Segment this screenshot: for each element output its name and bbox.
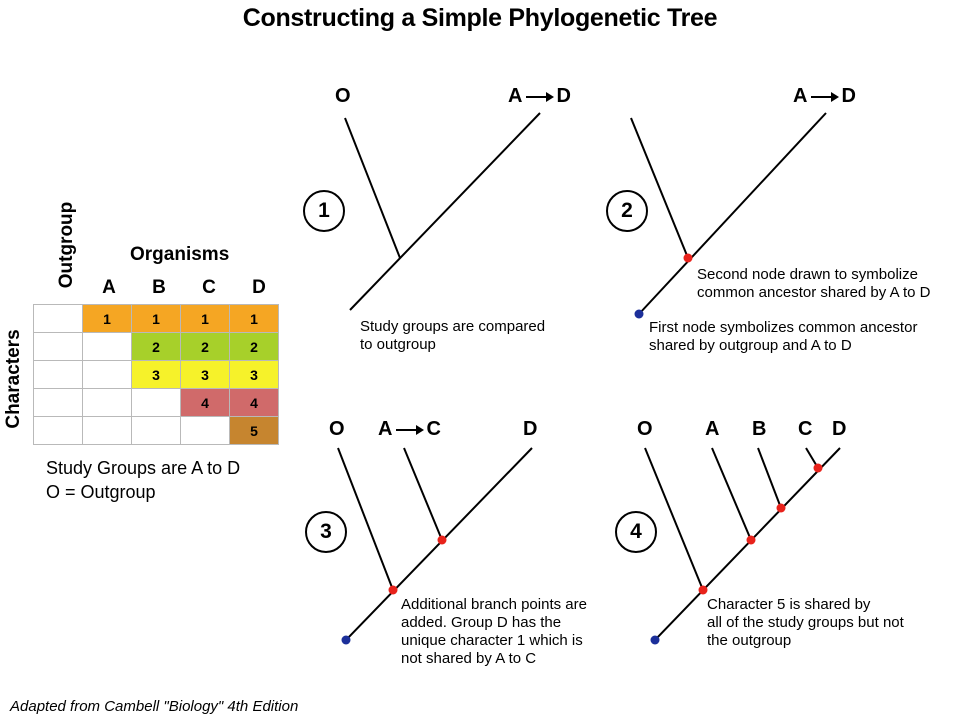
p3-trunk-branch bbox=[345, 447, 533, 641]
p1-label-a: A bbox=[508, 85, 523, 107]
matrix-cell bbox=[33, 304, 83, 333]
p2-label-a: A bbox=[793, 85, 808, 107]
matrix-cell: 4 bbox=[180, 388, 230, 417]
p2-label-d: D bbox=[841, 85, 856, 107]
p1-label-d: D bbox=[556, 85, 571, 107]
matrix-cell bbox=[33, 360, 83, 389]
p4-node-c bbox=[813, 463, 823, 473]
matrix-cell bbox=[82, 332, 132, 361]
column-header-d: D bbox=[252, 277, 266, 298]
p2-root-node bbox=[634, 309, 644, 319]
step-2-badge: 2 bbox=[606, 190, 648, 232]
p2-caption-node1: First node symbolizes common ancestor sh… bbox=[649, 319, 917, 355]
p1-trunk-branch bbox=[349, 112, 541, 311]
p1-caption-line-1: Study groups are compared bbox=[360, 318, 546, 335]
matrix-cell bbox=[82, 416, 132, 445]
p3-a-to-c-branch bbox=[403, 447, 443, 541]
p4-caption-line-3: the outgroup bbox=[707, 632, 792, 649]
p2-caption-node2-line-1: Second node drawn to symbolize bbox=[697, 266, 918, 283]
p2-trunk-branch bbox=[638, 112, 827, 315]
p1-caption-line-2: to outgroup bbox=[360, 336, 436, 353]
step-1-badge: 1 bbox=[303, 190, 345, 232]
p3-caption: Additional branch points are added. Grou… bbox=[401, 596, 587, 668]
matrix-cell bbox=[33, 388, 83, 417]
p4-outgroup-branch bbox=[644, 447, 704, 591]
column-header-b: B bbox=[152, 277, 166, 298]
p2-outgroup-branch bbox=[630, 117, 689, 259]
p3-label-a: A bbox=[378, 418, 393, 440]
p1-label-o: O bbox=[335, 85, 351, 107]
matrix-cell: 3 bbox=[229, 360, 279, 389]
p3-caption-line-4: not shared by A to C bbox=[401, 650, 537, 667]
organisms-label: Organisms bbox=[130, 244, 230, 265]
p1-outgroup-branch bbox=[344, 117, 401, 259]
diagram-title: Constructing a Simple Phylogenetic Tree bbox=[242, 4, 718, 32]
p3-label-o: O bbox=[329, 418, 345, 440]
column-header-a: A bbox=[102, 277, 116, 298]
p4-node-a bbox=[746, 535, 756, 545]
matrix-cell bbox=[82, 388, 132, 417]
matrix-cell: 2 bbox=[229, 332, 279, 361]
column-header-c: C bbox=[202, 277, 216, 298]
p4-label-d: D bbox=[832, 418, 847, 440]
p3-node-d bbox=[437, 535, 447, 545]
p3-node-o bbox=[388, 585, 398, 595]
source-credit: Adapted from Cambell "Biology" 4th Editi… bbox=[10, 698, 299, 715]
p3-caption-line-3: unique character 1 which is bbox=[401, 632, 583, 649]
p4-label-b: B bbox=[752, 418, 767, 440]
p2-caption-node2: Second node drawn to symbolize common an… bbox=[697, 266, 930, 302]
p3-root-node bbox=[341, 635, 351, 645]
matrix-cell: 1 bbox=[82, 304, 132, 333]
p2-node-a-to-d bbox=[683, 253, 693, 263]
p4-b-branch bbox=[757, 447, 782, 509]
outgroup-note: O = Outgroup bbox=[46, 482, 156, 502]
p4-node-b bbox=[776, 503, 786, 513]
p2-caption-node2-line-2: common ancestor shared by A to D bbox=[697, 284, 931, 301]
matrix-cell: 1 bbox=[180, 304, 230, 333]
p4-caption-line-2: all of the study groups but not bbox=[707, 614, 904, 631]
matrix-row: 5 bbox=[33, 416, 279, 445]
matrix-cell: 1 bbox=[131, 304, 181, 333]
p4-a-branch bbox=[711, 447, 752, 541]
matrix-cell: 5 bbox=[229, 416, 279, 445]
p4-label-o: O bbox=[637, 418, 653, 440]
p4-caption: Character 5 is shared by all of the stud… bbox=[707, 596, 904, 650]
p1-caption: Study groups are compared to outgroup bbox=[360, 318, 545, 354]
study-groups-note: Study Groups are A to D bbox=[46, 458, 241, 478]
matrix-cell: 2 bbox=[131, 332, 181, 361]
p4-trunk-branch bbox=[654, 447, 841, 641]
matrix-cell: 3 bbox=[131, 360, 181, 389]
p3-outgroup-branch bbox=[337, 447, 394, 591]
p4-caption-line-1: Character 5 is shared by bbox=[707, 596, 871, 613]
matrix-cell: 1 bbox=[229, 304, 279, 333]
matrix-cell: 4 bbox=[229, 388, 279, 417]
p2-caption-node1-line-1: First node symbolizes common ancestor bbox=[649, 319, 918, 336]
matrix-cell: 2 bbox=[180, 332, 230, 361]
arrow-icon bbox=[396, 424, 425, 435]
p4-label-c: C bbox=[798, 418, 813, 440]
p4-label-a: A bbox=[705, 418, 720, 440]
p3-caption-line-2: added. Group D has the bbox=[401, 614, 562, 631]
p3-label-c: C bbox=[426, 418, 441, 440]
p4-node-o bbox=[698, 585, 708, 595]
step-3-badge: 3 bbox=[305, 511, 347, 553]
arrow-icon bbox=[811, 91, 840, 102]
p3-label-d: D bbox=[523, 418, 538, 440]
p3-caption-line-1: Additional branch points are bbox=[401, 596, 587, 613]
p4-root-node bbox=[650, 635, 660, 645]
arrow-icon bbox=[526, 91, 555, 102]
matrix-cell: 3 bbox=[180, 360, 230, 389]
p2-caption-node1-line-2: shared by outgroup and A to D bbox=[649, 337, 852, 354]
step-4-badge: 4 bbox=[615, 511, 657, 553]
